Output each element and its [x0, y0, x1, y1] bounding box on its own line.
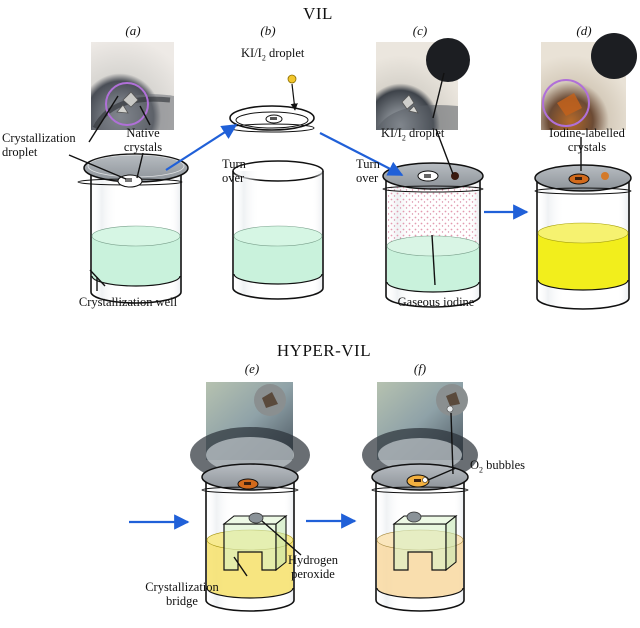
- hydrogen-peroxide-drop-e: [248, 512, 264, 524]
- process-arrows: [129, 124, 529, 530]
- leader-lines: [68, 72, 582, 577]
- arrow-b-to-c: [319, 132, 404, 176]
- panel-label-a: (a): [125, 23, 141, 38]
- photo-f: [362, 382, 478, 482]
- arrow-a-to-b: [165, 124, 238, 171]
- ki-droplet-b: [287, 74, 297, 84]
- well-b: [232, 160, 324, 300]
- photo-c: [376, 38, 470, 130]
- label-ki-droplet-c: KI/I2 droplet: [381, 126, 445, 143]
- label-turn-over-1: Turn over: [222, 157, 246, 185]
- well-a: [77, 153, 189, 304]
- highlight-circle-a: [105, 82, 149, 126]
- highlight-circle-d: [542, 79, 590, 127]
- photo-d: [541, 33, 637, 130]
- label-ki-droplet-b: KI/I2 droplet: [241, 46, 305, 63]
- label-hydrogen-peroxide: Hydrogen peroxide: [288, 553, 338, 581]
- well-c: [382, 162, 484, 308]
- photo-a: [91, 42, 174, 130]
- label-gaseous-iodine: Gaseous iodine: [397, 295, 475, 309]
- panel-label-f: (f): [413, 361, 427, 376]
- panel-label-d: (d): [576, 23, 592, 38]
- label-native-crystals: Native crystals: [123, 126, 163, 154]
- well-d: [534, 164, 632, 310]
- label-crystallization-bridge: Crystallization bridge: [145, 580, 219, 608]
- crystallization-bridge-f: [392, 511, 458, 572]
- panel-label-c: (c): [412, 23, 428, 38]
- section-title-hyper-vil: HYPER-VIL: [276, 341, 372, 360]
- lid-b: [229, 74, 315, 133]
- section-title-vil: VIL: [303, 4, 333, 23]
- label-turn-over-2: Turn over: [356, 157, 380, 185]
- well-e: [201, 463, 299, 612]
- well-f: [371, 463, 469, 612]
- label-iodine-labelled-crystals: Iodine-labelled crystals: [549, 126, 625, 154]
- panel-label-e: (e): [244, 361, 260, 376]
- label-crystallization-droplet: Crystallization droplet: [2, 131, 76, 159]
- crystallization-bridge-e: [222, 512, 288, 572]
- panel-label-b: (b): [260, 23, 276, 38]
- label-crystallization-well: Crystallization well: [78, 295, 178, 309]
- o2-bubble: [422, 477, 428, 483]
- label-o2-bubbles: O2 bubbles: [470, 458, 526, 475]
